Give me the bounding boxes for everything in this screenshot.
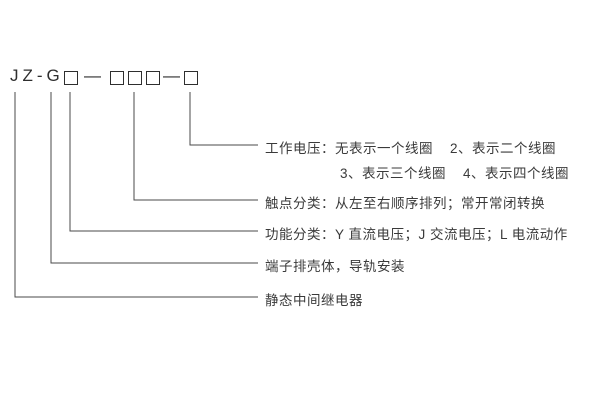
connector-line-function-class [69,92,258,232]
code-dash: — [84,66,105,85]
label-function-class: 功能分类：Y 直流电压；J 交流电压；L 电流动作 [265,227,568,242]
contact-class-box [110,71,124,85]
label-contact-class: 触点分类：从左至右顺序排列；常开常闭转换 [265,196,545,211]
working-voltage-box [184,71,198,85]
model-prefix: JZ-G [10,66,64,85]
function-class-box [64,71,78,85]
connector-line-housing [50,92,258,264]
connector-line-relay-type [14,92,258,298]
label-working-voltage-line2: 3、表示三个线圈 4、表示四个线圈 [340,166,570,181]
connector-line-contact-class [133,92,258,201]
connector-line-working-voltage [189,92,258,146]
label-relay-type: 静态中间继电器 [265,293,363,308]
contact-class-box [146,71,160,85]
label-housing: 端子排壳体，导轨安装 [265,259,405,274]
contact-class-box [128,71,142,85]
code-dash: — [163,66,184,85]
label-working-voltage-line1: 工作电压：无表示一个线圈 2、表示二个线圈 [265,141,557,156]
